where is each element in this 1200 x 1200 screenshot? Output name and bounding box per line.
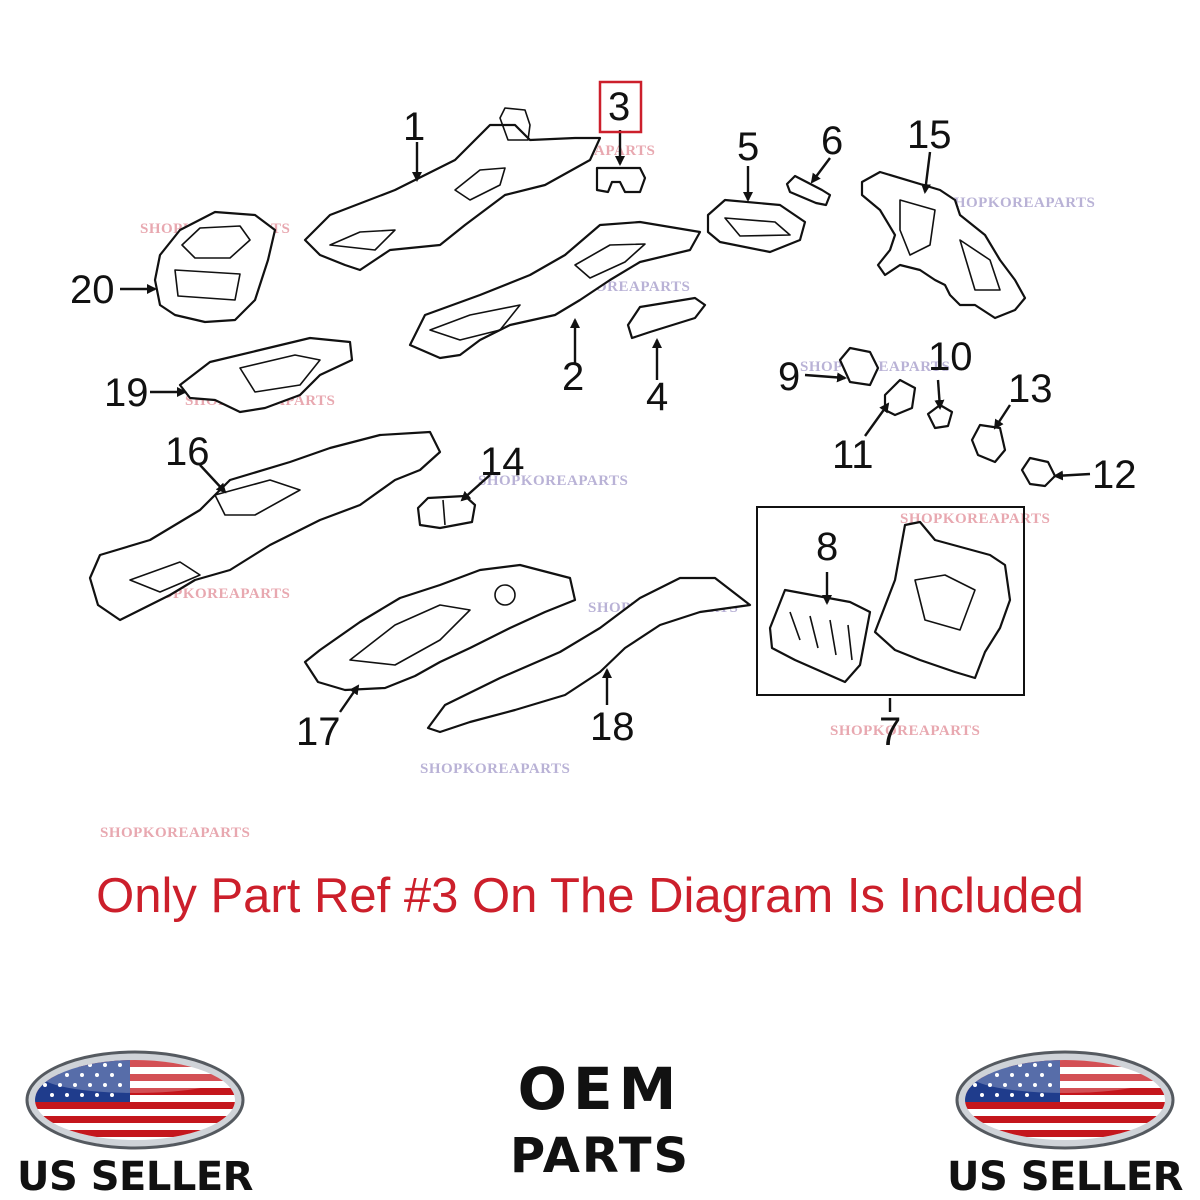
part-label: 16 — [165, 430, 210, 474]
oem-logo-line2: PARTS — [509, 1128, 691, 1184]
oem-logo-line1: OEM — [517, 1055, 683, 1123]
part-5-shape — [706, 198, 807, 254]
part-label: 10 — [928, 335, 973, 379]
part-16-shape — [88, 430, 442, 622]
watermark: SHOPKOREAPARTS — [478, 473, 628, 489]
part-label: 6 — [821, 119, 843, 163]
part-3-shape — [595, 166, 647, 194]
highlight-box-part-3 — [598, 80, 643, 134]
watermark: SHOPKOREAPARTS — [900, 511, 1050, 527]
us-seller-badge-left: US SELLER — [0, 1040, 270, 1200]
part-20-shape — [153, 210, 277, 324]
part-label: 14 — [480, 440, 525, 484]
part-11-shape — [883, 378, 917, 417]
part-label: 5 — [737, 125, 759, 169]
part-label: 12 — [1092, 453, 1137, 497]
part-labels: 1 2 3 4 5 6 7 8 9 10 11 12 13 14 15 16 1… — [70, 85, 1137, 754]
part-label: 19 — [104, 371, 149, 415]
part-18-shape — [426, 576, 752, 734]
part-17-shape — [303, 563, 577, 692]
part-4-shape — [626, 296, 707, 340]
part-7-shape — [873, 520, 1012, 680]
part-14-shape — [416, 494, 477, 530]
us-flag-oval-icon — [25, 1050, 245, 1150]
part-15-shape — [860, 170, 1027, 320]
part-12-shape — [1020, 456, 1057, 488]
part-13-shape — [970, 423, 1007, 464]
us-seller-badge-right: US SELLER — [930, 1040, 1200, 1200]
watermark: SHOPKOREAPARTS — [420, 761, 570, 777]
part-10-shape — [926, 403, 954, 430]
part-label: 13 — [1008, 367, 1053, 411]
watermark: SHOPKOREAPARTS — [830, 723, 980, 739]
part-6-shape — [785, 174, 832, 207]
part-19-shape — [178, 336, 354, 414]
watermark: SHOPKOREAPARTS — [945, 195, 1095, 211]
parts-diagram: SHOPKOREAPARTS SHOPKOREAPARTS SHOPKOREAP… — [70, 80, 1137, 841]
us-flag-oval-icon — [955, 1050, 1175, 1150]
watermark: SHOPKOREAPARTS — [100, 825, 250, 841]
part-label: 2 — [562, 355, 584, 399]
part-label: 8 — [816, 525, 838, 569]
part-7-callout-box — [756, 506, 1025, 696]
part-label: 17 — [296, 710, 341, 754]
part-label: 11 — [832, 433, 874, 477]
part-label: 18 — [590, 705, 635, 749]
part-9-shape — [838, 346, 880, 387]
included-part-notice: Only Part Ref #3 On The Diagram Is Inclu… — [96, 869, 1084, 923]
part-label: 4 — [646, 375, 668, 419]
part-2-shape — [408, 220, 702, 360]
part-label: 20 — [70, 268, 115, 312]
leader-arrows — [120, 130, 1091, 713]
oem-parts-logo: OEM PARTS — [470, 1040, 730, 1200]
part-label: 7 — [879, 710, 901, 754]
part-8-shape — [768, 588, 872, 684]
part-1-shape — [303, 107, 602, 272]
part-label: 3 — [608, 85, 630, 129]
us-seller-label: US SELLER — [947, 1154, 1183, 1200]
part-label: 9 — [778, 355, 800, 399]
part-label: 1 — [403, 105, 425, 149]
part-label: 15 — [907, 113, 952, 157]
us-seller-label: US SELLER — [17, 1154, 253, 1200]
